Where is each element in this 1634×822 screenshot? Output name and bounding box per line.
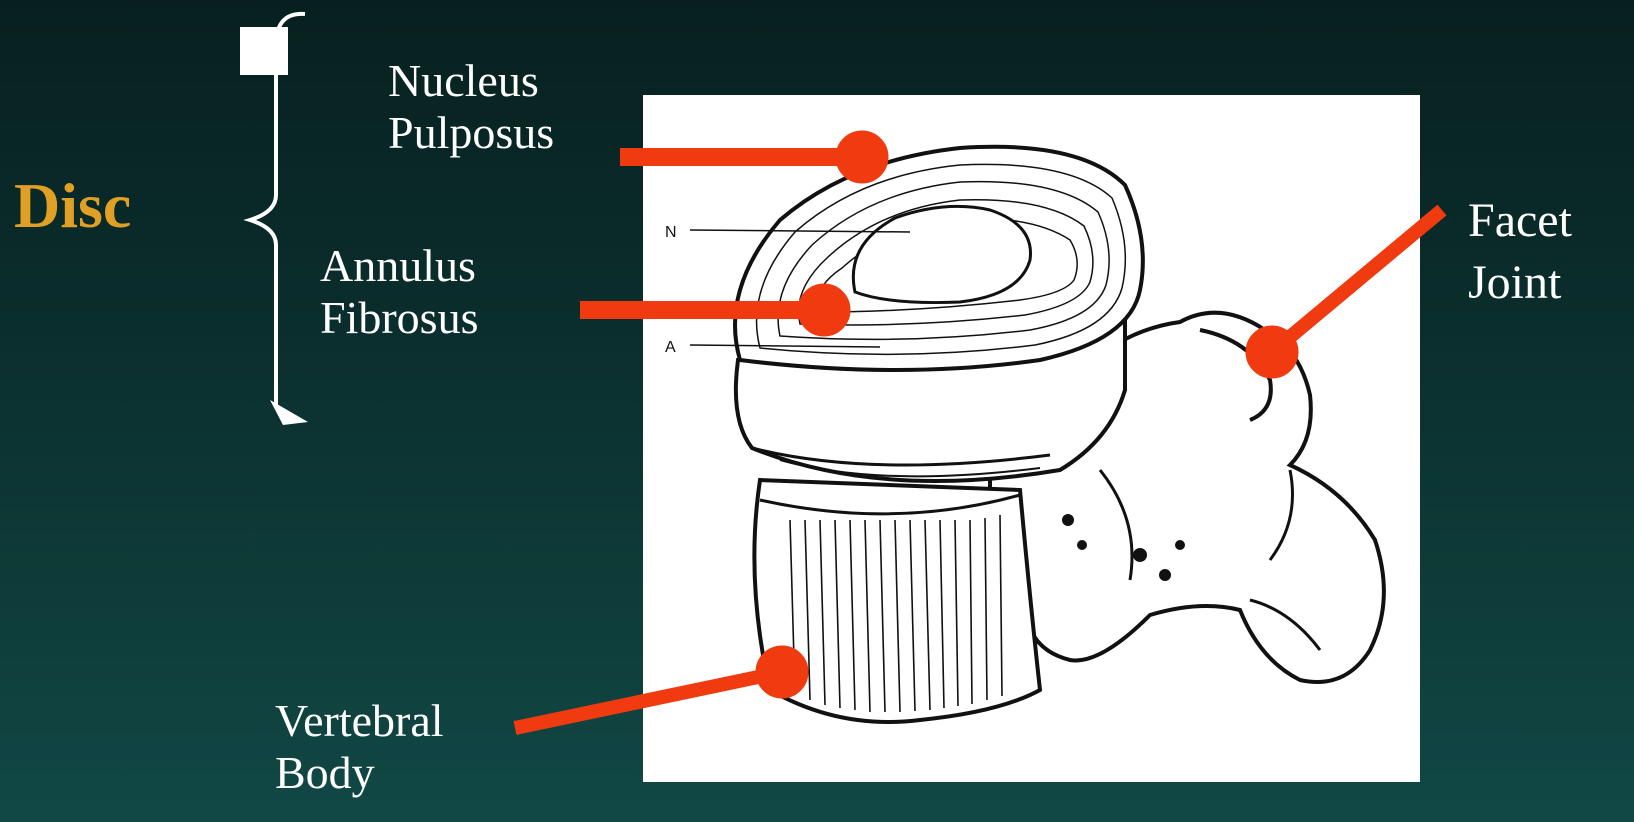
drawing-letter-a: A [665, 339, 676, 356]
annulus-fibrosus-label: Annulus Fibrosus [320, 240, 478, 344]
nucleus-pulposus-label: Nucleus Pulposus [388, 55, 554, 159]
vertebral-body-label: Vertebral Body [275, 695, 444, 799]
disc-label: Disc [14, 170, 131, 242]
facet-joint-label: Facet Joint [1468, 190, 1572, 315]
disc-brace [250, 14, 305, 405]
brace-arrow-icon [270, 400, 308, 425]
drawing-letter-n: N [665, 224, 677, 241]
